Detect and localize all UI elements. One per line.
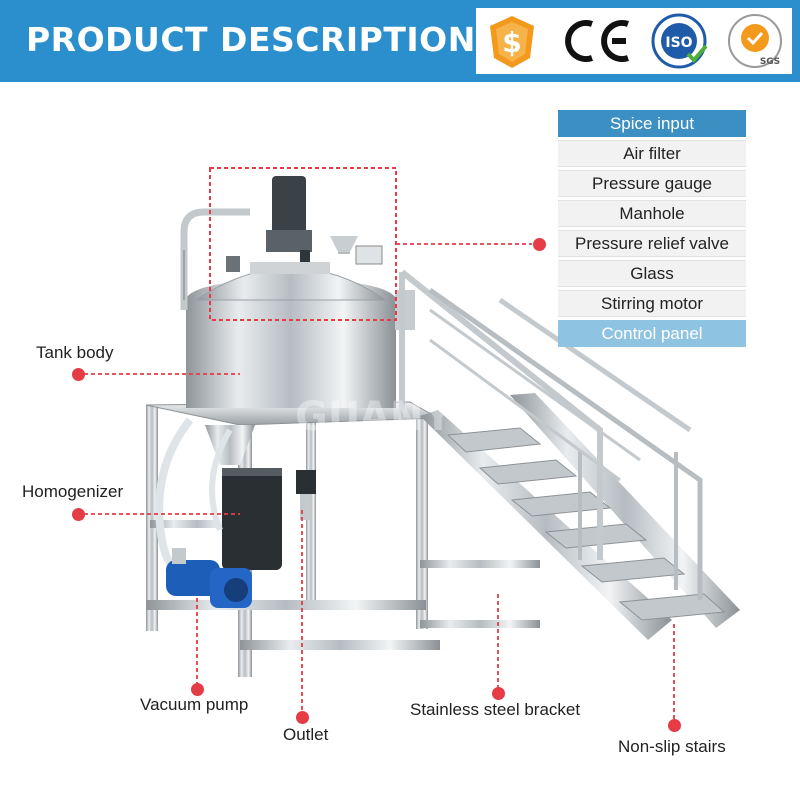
- tank-body: [186, 267, 415, 408]
- header-banner: PRODUCT DESCRIPTION $ ISO SGS: [0, 0, 800, 82]
- callout-dot-homogenizer: [72, 508, 85, 521]
- component-label-list: Spice input Air filter Pressure gauge Ma…: [558, 110, 746, 350]
- callout-dot-non-slip-stairs: [668, 719, 681, 732]
- trade-assurance-icon: $: [490, 16, 534, 68]
- callout-tank-body: Tank body: [36, 343, 114, 362]
- sgs-badge-text: SGS: [760, 57, 780, 67]
- homogenizer: [205, 425, 282, 570]
- callout-non-slip-stairs: Non-slip stairs: [618, 737, 726, 756]
- label-spice-input: Spice input: [558, 110, 746, 137]
- top-equipment: [226, 176, 383, 274]
- callout-dot-stainless-bracket: [492, 687, 505, 700]
- callout-homogenizer: Homogenizer: [22, 482, 124, 501]
- ce-mark-icon: [565, 20, 629, 62]
- outlet: [296, 470, 316, 520]
- label-glass: Glass: [558, 260, 746, 287]
- vacuum-pump: [166, 548, 252, 608]
- callout-vacuum-pump: Vacuum pump: [140, 695, 249, 714]
- certification-strip: $ ISO SGS: [476, 8, 792, 74]
- label-control-panel: Control panel: [558, 320, 746, 347]
- callout-dot-outlet: [296, 711, 309, 724]
- label-pressure-relief-valve: Pressure relief valve: [558, 230, 746, 257]
- label-air-filter: Air filter: [558, 140, 746, 167]
- iso-badge-text: ISO: [665, 35, 692, 51]
- sgs-badge-icon: SGS: [728, 14, 782, 68]
- brand-watermark: GUANYU: [295, 394, 485, 440]
- callout-dot-top-equipment: [533, 238, 546, 251]
- label-stirring-motor: Stirring motor: [558, 290, 746, 317]
- label-manhole: Manhole: [558, 200, 746, 227]
- callout-lines: [84, 243, 675, 720]
- callout-outlet: Outlet: [283, 725, 329, 744]
- page-title: PRODUCT DESCRIPTION: [26, 20, 476, 59]
- svg-text:$: $: [502, 26, 521, 59]
- callout-dot-tank-body: [72, 368, 85, 381]
- callout-stainless-bracket: Stainless steel bracket: [410, 700, 581, 719]
- label-pressure-gauge: Pressure gauge: [558, 170, 746, 197]
- non-slip-stairs: [399, 269, 740, 640]
- callout-dot-vacuum-pump: [191, 683, 204, 696]
- iso-badge-icon: ISO: [651, 13, 708, 69]
